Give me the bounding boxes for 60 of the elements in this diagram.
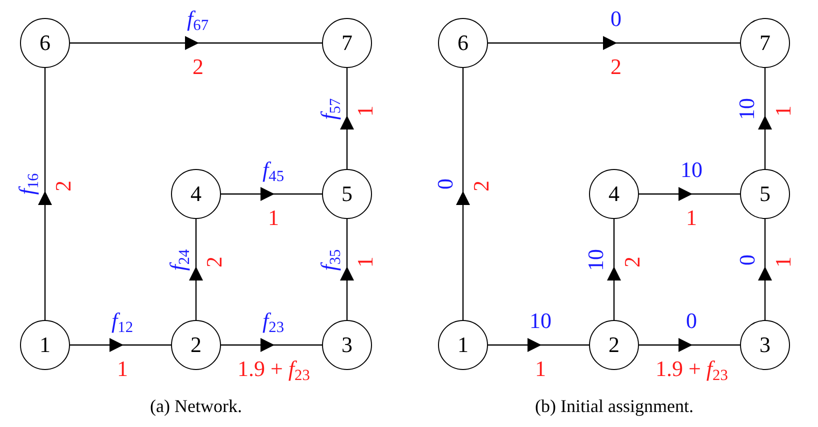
arrow xyxy=(456,68,470,320)
node-circle: 2 xyxy=(171,320,221,370)
node-circle: 5 xyxy=(740,169,790,219)
arrow xyxy=(221,187,322,201)
cost-label: 1 xyxy=(772,256,794,267)
arrow xyxy=(221,338,322,352)
cost-label: 2 xyxy=(610,56,622,78)
arrow xyxy=(70,36,322,50)
node-circle: 3 xyxy=(740,320,790,370)
edge-label: f$_{45}$ xyxy=(262,159,284,181)
arrow xyxy=(488,338,589,352)
arrow xyxy=(758,68,772,169)
edge-label: f$_{67}$ xyxy=(187,8,209,30)
cost-label: 2 xyxy=(203,256,225,267)
arrow xyxy=(758,219,772,320)
edge-label: 0 xyxy=(610,8,622,30)
cost-label: 1.9 + f$_{23}$ xyxy=(238,358,310,380)
edge-label: 10 xyxy=(585,248,607,270)
arrow xyxy=(189,219,203,320)
cost-label: 2 xyxy=(52,180,74,192)
node-circle: 1 xyxy=(438,320,488,370)
cost-label: 2 xyxy=(192,56,204,78)
edge-label: 10 xyxy=(736,98,758,120)
node-circle: 1 xyxy=(20,320,70,370)
edge-label: 10 xyxy=(680,159,702,181)
arrow xyxy=(639,187,740,201)
cost-label: 1 xyxy=(686,207,697,229)
arrow xyxy=(639,338,740,352)
cost-label: 2 xyxy=(621,256,643,267)
edge-label: 0 xyxy=(434,178,456,190)
edge-label: 0 xyxy=(736,254,758,265)
cost-label: 1 xyxy=(772,105,794,116)
edge-label: 0 xyxy=(686,310,697,332)
arrow xyxy=(607,219,621,320)
node-circle: 4 xyxy=(171,169,221,219)
cost-label: 1 xyxy=(268,207,279,229)
caption: (a) Network. xyxy=(150,396,242,417)
cost-label: 1 xyxy=(117,358,128,380)
node-circle: 6 xyxy=(20,18,70,68)
arrow xyxy=(38,68,52,320)
cost-label: 1 xyxy=(535,358,546,380)
caption: (b) Initial assignment. xyxy=(535,396,694,417)
cost-label: 2 xyxy=(470,180,492,192)
edge-label: 10 xyxy=(530,310,552,332)
node-circle: 6 xyxy=(438,18,488,68)
node-circle: 3 xyxy=(322,320,372,370)
node-circle: 5 xyxy=(322,169,372,219)
edge-label: f$_{12}$ xyxy=(112,310,134,332)
arrow xyxy=(340,68,354,169)
node-circle: 7 xyxy=(740,18,790,68)
node-circle: 2 xyxy=(589,320,639,370)
cost-label: 1 xyxy=(354,256,376,267)
node-circle: 7 xyxy=(322,18,372,68)
node-circle: 4 xyxy=(589,169,639,219)
cost-label: 1 xyxy=(354,105,376,116)
cost-label: 1.9 + f$_{23}$ xyxy=(656,358,728,380)
arrow xyxy=(340,219,354,320)
edge-label: f$_{23}$ xyxy=(262,310,284,332)
arrow xyxy=(488,36,740,50)
arrow xyxy=(70,338,171,352)
